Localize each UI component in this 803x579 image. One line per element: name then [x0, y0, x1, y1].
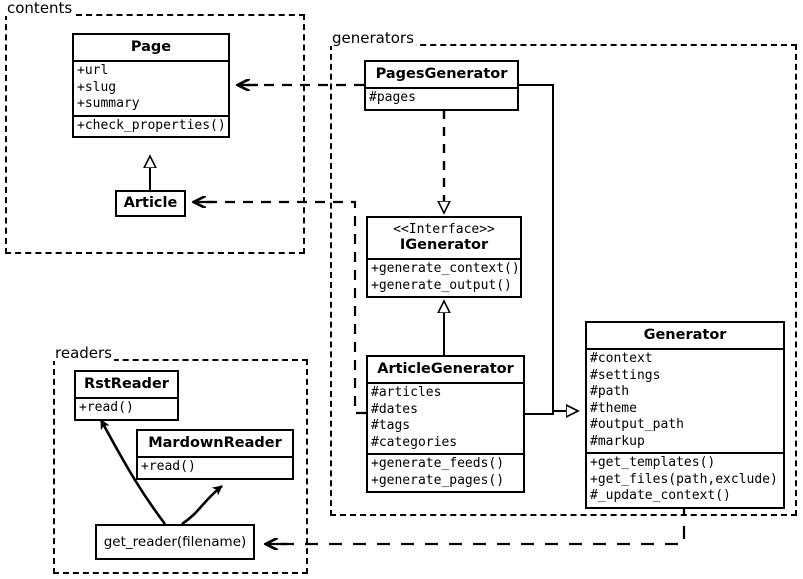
- class-generator[interactable]: Generator #context #settings #path #them…: [585, 321, 785, 509]
- class-article[interactable]: Article: [115, 190, 186, 217]
- attribute: #context: [590, 351, 653, 366]
- operation: #_update_context(): [590, 488, 731, 503]
- class-igenerator-name: IGenerator: [399, 237, 489, 253]
- class-igenerator-stereotype: <<Interface>>: [393, 222, 495, 237]
- attribute: #articles: [371, 385, 442, 400]
- operation: +check_properties(): [77, 117, 226, 133]
- function-get-reader[interactable]: get_reader(filename): [95, 524, 255, 560]
- attribute: #pages: [369, 90, 416, 105]
- class-igenerator-operations: +generate_context() +generate_output(): [368, 258, 520, 296]
- attribute: #categories: [371, 434, 458, 450]
- class-generator-operations: +get_templates() +get_files(path,exclude…: [587, 452, 783, 507]
- attribute: #settings: [590, 367, 661, 383]
- attribute: #path: [590, 384, 630, 399]
- attribute: #theme: [590, 400, 637, 416]
- class-mardownreader-operations: +read(): [138, 456, 292, 478]
- package-readers-label: readers: [53, 344, 114, 362]
- operation: +generate_feeds(): [371, 456, 505, 471]
- operation: +get_files(path,exclude): [590, 471, 778, 487]
- class-page-operations: +check_properties(): [74, 114, 228, 137]
- attribute: #markup: [590, 433, 645, 449]
- class-page[interactable]: Page +url +slug +summary +check_properti…: [72, 33, 230, 138]
- class-mardownreader-title: MardownReader: [148, 435, 282, 451]
- class-generator-attributes: #context #settings #path #theme #output_…: [587, 348, 783, 452]
- class-pagesgenerator-attributes: #pages: [366, 87, 517, 109]
- package-readers: [53, 359, 308, 574]
- class-rstreader-title: RstReader: [84, 376, 169, 392]
- operation: +generate_context(): [371, 261, 520, 276]
- package-contents: [5, 14, 305, 254]
- class-page-attributes: +url +slug +summary: [74, 60, 228, 115]
- class-igenerator[interactable]: <<Interface>> IGenerator +generate_conte…: [366, 216, 522, 298]
- class-rstreader[interactable]: RstReader +read(): [74, 370, 179, 421]
- class-generator-title: Generator: [643, 327, 727, 343]
- package-generators-label: generators: [330, 29, 416, 47]
- operation: +generate_output(): [371, 277, 512, 293]
- class-pagesgenerator[interactable]: PagesGenerator #pages: [364, 60, 519, 111]
- attribute: #dates: [371, 401, 418, 417]
- attribute: +url: [77, 63, 109, 78]
- operation: +get_templates(): [590, 455, 716, 470]
- operation: +generate_pages(): [371, 472, 505, 488]
- package-contents-label: contents: [5, 0, 75, 17]
- attribute: #tags: [371, 418, 411, 433]
- function-get-reader-label: get_reader(filename): [103, 534, 247, 550]
- class-page-title: Page: [130, 39, 172, 55]
- operation: +read(): [79, 400, 134, 415]
- class-articlegenerator-attributes: #articles #dates #tags #categories: [368, 382, 523, 453]
- class-articlegenerator-title: ArticleGenerator: [377, 361, 514, 377]
- class-mardownreader[interactable]: MardownReader +read(): [136, 429, 294, 480]
- class-rstreader-operations: +read(): [76, 397, 177, 419]
- class-article-title: Article: [123, 195, 178, 211]
- attribute: +summary: [77, 96, 140, 111]
- attribute: #output_path: [590, 417, 684, 432]
- class-articlegenerator-operations: +generate_feeds() +generate_pages(): [368, 453, 523, 491]
- class-pagesgenerator-title: PagesGenerator: [375, 66, 508, 82]
- attribute: +slug: [77, 79, 117, 95]
- class-articlegenerator[interactable]: ArticleGenerator #articles #dates #tags …: [366, 355, 525, 493]
- class-igenerator-title: <<Interface>> IGenerator: [368, 218, 520, 258]
- operation: +read(): [141, 459, 196, 474]
